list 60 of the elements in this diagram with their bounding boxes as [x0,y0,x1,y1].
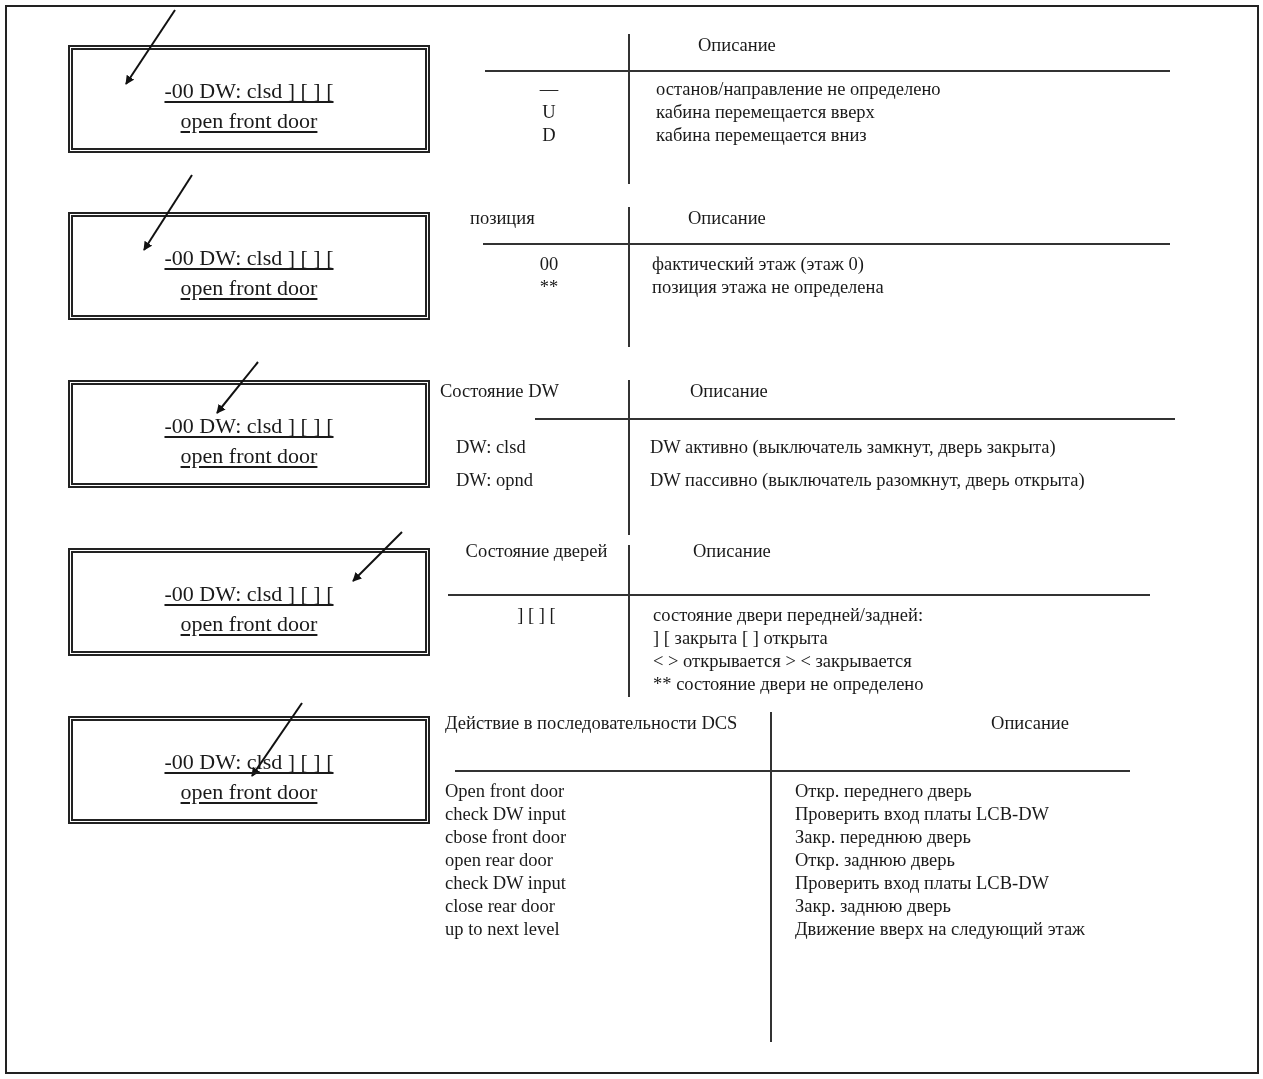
column-header: Описание [687,207,767,230]
table-cell-text: open rear door [445,849,554,872]
column-header: Описание [697,34,777,57]
arrow [216,361,259,414]
display-text: -00 DW: clsd ] [ ] [ [164,77,334,105]
column-header: Состояние дверей [464,540,609,563]
display-text: -00 DW: clsd ] [ ] [ [164,580,334,608]
table-cell-text: DW активно (выключатель замкнут, дверь закрыта) [649,436,1057,459]
table-cell-text: ** состояние двери не определено [652,673,925,696]
table-cell-text: 00 [538,253,560,276]
column-header: Действие в последовательности DCS [445,712,739,735]
table-cell-text: Откр. переднего дверь [794,780,973,803]
display-box [68,380,430,488]
table-cell-text: DW: clsd [455,436,527,459]
table-cell-text: ] [ закрыта [ ] открыта [652,627,829,650]
display-text: open front door [180,778,318,806]
table-cell-text: Закр. заднюю дверь [794,895,952,918]
table-cell-text: Движение вверх на следующий этаж [794,918,1086,941]
arrow [125,9,176,85]
table-cell-text: U [541,101,557,124]
display-text: open front door [180,274,318,302]
table-cell-text: кабина перемещается вверх [655,101,876,124]
display-box [68,548,430,656]
table-cell-text: DW: opnd [455,469,534,492]
table-cell-text: кабина перемещается вниз [655,124,868,147]
table-cell-text: позиция этажа не определена [651,276,885,299]
table-cell-text: up to next level [445,918,561,941]
table-cell-text: ] [ ] [ [516,604,557,627]
table-cell-text: фактический этаж (этаж 0) [651,253,865,276]
table-cell-text: — [538,78,560,101]
table-cell-text: D [541,124,557,147]
column-header: Описание [689,380,769,403]
table-cell-text: Закр. переднюю дверь [794,826,972,849]
display-box [68,45,430,153]
table-cell-text: DW пассивно (выключатель разомкнут, дверь открыта) [649,469,1086,492]
arrow [143,174,193,251]
display-text: -00 DW: clsd ] [ ] [ [164,412,334,440]
table-cell-text: check DW input [445,872,567,895]
table-cell-text: останов/направление не определено [655,78,942,101]
arrow [352,531,403,582]
table-cell-text: Откр. заднюю дверь [794,849,956,872]
table-cell-text: < > открывается > < закрывается [652,650,913,673]
column-header: позиция [470,207,536,230]
display-box [68,716,430,824]
table-cell-text: close rear door [445,895,556,918]
display-box [68,212,430,320]
table-cell-text: состояние двери передней/задней: [652,604,925,627]
display-text: -00 DW: clsd ] [ ] [ [164,244,334,272]
table-cell-text: Open front door [445,780,566,803]
column-header: Состояние DW [440,380,560,403]
column-header: Описание [990,712,1070,735]
column-header: Описание [692,540,772,563]
display-text: open front door [180,610,318,638]
table-cell-text: Проверить вход платы LCB-DW [794,803,1050,826]
table-cell-text: cbose front door [445,826,568,849]
display-text: open front door [180,107,318,135]
display-text: open front door [180,442,318,470]
table-cell-text: Проверить вход платы LCB-DW [794,872,1050,895]
table-cell-text: check DW input [445,803,567,826]
table-cell-text: ** [538,276,560,299]
